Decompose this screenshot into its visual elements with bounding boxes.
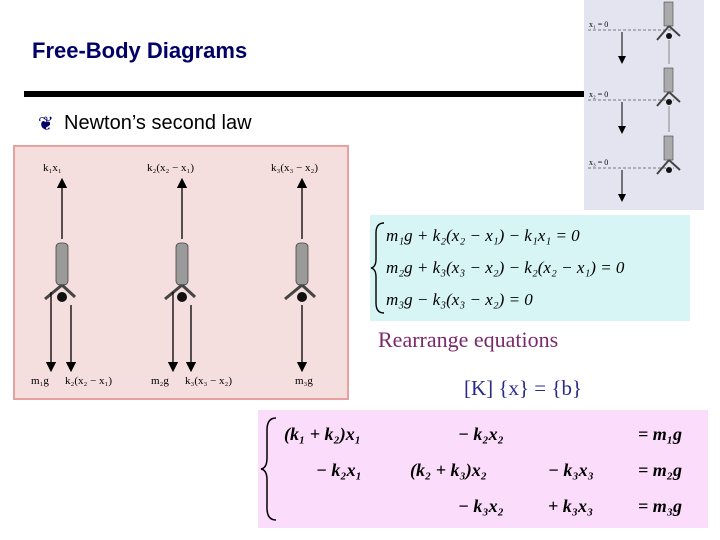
gravity-label-2: m₂g [151, 375, 169, 387]
bullet-text: Newton’s second law [64, 112, 252, 134]
spring-force-label-1: k₁x₁ [43, 162, 62, 174]
free-body-diagram-panel: k₁x₁ k₂(x₂ − x₁) k₃(x₃ − x₂) m₁ [13, 145, 349, 400]
gravity-label-1: m₁g [31, 375, 49, 387]
equilibrium-inset-figure: x₁ = 0 x₂ = 0 x₃ = 0 [588, 1, 681, 202]
equation-2: m₂g + k₃(x₃ − x₂) − k₂(x₂ − x₁) = 0 [386, 258, 625, 277]
spring-force-label-2: k₂(x₂ − x₁) [147, 162, 194, 174]
spring-force-down-label-1: k₂(x₂ − x₁) [65, 375, 112, 387]
inset-label-3: x₃ = 0 [589, 158, 608, 167]
title-divider [24, 91, 624, 97]
spring-force-label-3: k₃(x₃ − x₂) [271, 162, 318, 174]
equation-1: m₁g + k₂(x₂ − x₁) − k₁x₁ = 0 [386, 226, 580, 245]
row3-rhs: = m₃g [638, 496, 682, 516]
row2-rhs: = m₂g [638, 460, 682, 480]
spring-force-down-label-2: k₃(x₃ − x₂) [185, 375, 232, 387]
row3-col3: + k₃x₃ [548, 496, 593, 516]
equation-3: m₃g − k₃(x₃ − x₂) = 0 [386, 290, 533, 309]
row1-col1: (k₁ + k₂)x₁ [284, 424, 361, 445]
rearrange-label: Rearrange equations [378, 327, 559, 352]
jumper-figure-1 [44, 242, 77, 302]
left-brace [370, 222, 385, 314]
row1-rhs: = m₁g [638, 424, 682, 444]
jumper-figure-2 [164, 242, 197, 302]
gravity-label-3: m₃g [295, 375, 313, 387]
linear-system: (k₁ + k₂)x₁ − k₂x₂ = m₁g − k₂x₁ (k₂ + k₃… [260, 417, 682, 521]
free-body-diagram: k₁x₁ k₂(x₂ − x₁) k₃(x₃ − x₂) m₁ [31, 162, 318, 387]
inset-label-1: x₁ = 0 [589, 20, 608, 29]
slide-title: Free-Body Diagrams [32, 38, 248, 63]
row2-col1: − k₂x₁ [316, 460, 362, 480]
bullet-icon: ❦ [38, 113, 54, 135]
system-left-brace [260, 417, 277, 521]
row2-col3: − k₃x₃ [548, 460, 594, 480]
linear-system-box: (k₁ + k₂)x₁ − k₂x₂ = m₁g − k₂x₁ (k₂ + k₃… [258, 410, 708, 528]
row2-col2: (k₂ + k₃)x₂ [410, 460, 487, 481]
equilibrium-equations: m₁g + k₂(x₂ − x₁) − k₁x₁ = 0 m₂g + k₃(x₃… [370, 222, 625, 314]
equilibrium-equations-box: m₁g + k₂(x₂ − x₁) − k₁x₁ = 0 m₂g + k₃(x₃… [370, 215, 690, 321]
row1-col2: − k₂x₂ [458, 424, 504, 444]
jumper-figure-3 [284, 242, 317, 302]
equilibrium-inset: x₁ = 0 x₂ = 0 x₃ = 0 [584, 0, 704, 210]
row3-col2: − k₃x₂ [458, 496, 504, 516]
inset-label-2: x₂ = 0 [589, 90, 608, 99]
matrix-form-label: [K] {x} = {b} [464, 376, 583, 400]
